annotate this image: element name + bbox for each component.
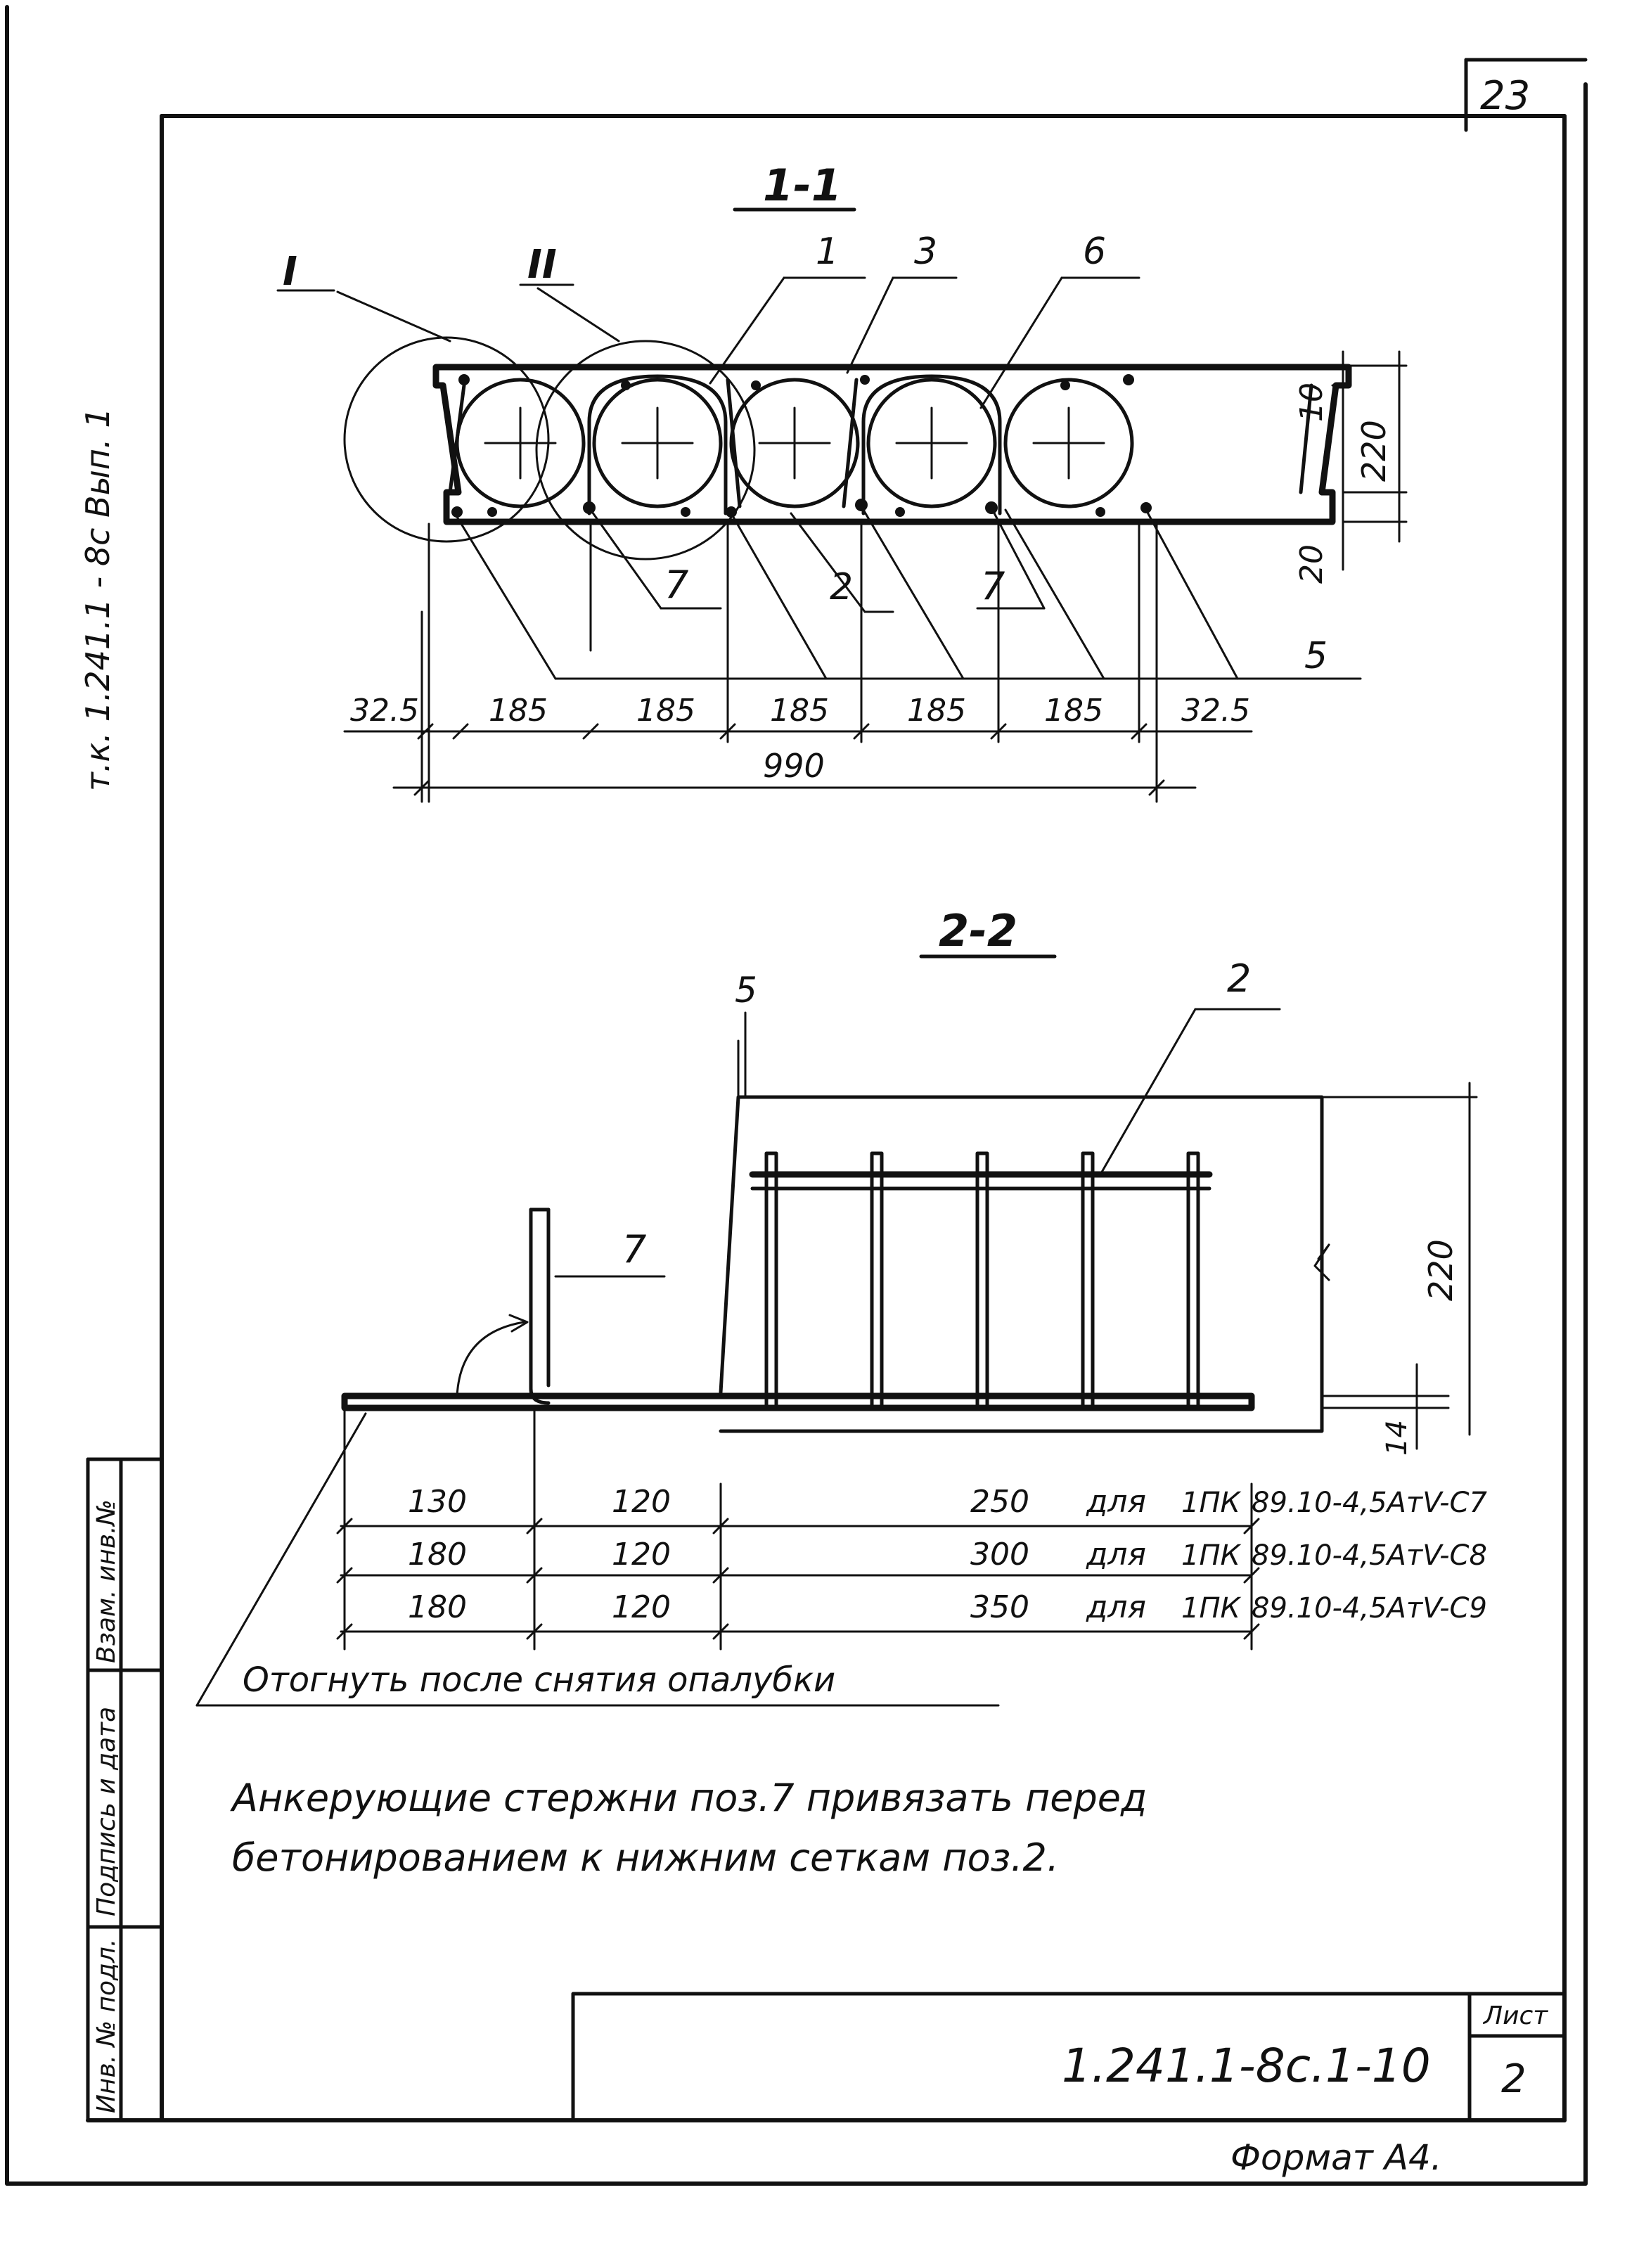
callout-5-b: 5 [735, 970, 757, 1011]
row1-mark: 1ПК [1181, 1487, 1242, 1519]
row3-code: 89.10-4,5АтV-С9 [1252, 1592, 1487, 1625]
callout-3: 3 [914, 231, 937, 273]
dim-10: 10 [1294, 383, 1330, 422]
row2-a: 180 [408, 1537, 467, 1572]
dim-185-5: 185 [1044, 693, 1103, 729]
callout-7-left: 7 [664, 563, 688, 607]
dim-990: 990 [763, 747, 825, 785]
sheet-number: 2 [1501, 2056, 1526, 2102]
slab-voids [455, 378, 1134, 508]
format-label: Формат А4. [1230, 2137, 1442, 2178]
left-stamp: Взам. инв.№ Подпись и дата Инв. № подл. [86, 1457, 164, 2122]
dim-220: 220 [1355, 420, 1393, 482]
note-line-1: Анкерующие стержни поз.7 привязать перед [230, 1776, 1147, 1820]
notes: Анкерующие стержни поз.7 привязать перед… [230, 1776, 1147, 1880]
row1-for: для [1086, 1484, 1146, 1520]
callout-II: II [527, 242, 557, 288]
callout-7-b: 7 [622, 1227, 646, 1271]
stamp-cell-3: Инв. № подл. [92, 1939, 121, 2113]
callout-5: 5 [1304, 635, 1328, 677]
section-2-2: 2-2 5 2 7 220 [341, 905, 1478, 1456]
row1-b: 120 [612, 1484, 671, 1520]
side-note: т.к. 1.241.1 - 8с Вып. 1 [79, 407, 117, 791]
mesh-bars [764, 1151, 1200, 1409]
row2-code: 89.10-4,5АтV-С8 [1252, 1539, 1487, 1572]
callout-6: 6 [1083, 231, 1106, 273]
row1-c: 250 [970, 1484, 1029, 1520]
row2-for: для [1086, 1537, 1146, 1572]
dim-185-3: 185 [770, 693, 829, 729]
note-line-2: бетонированием к нижним сеткам поз.2. [232, 1835, 1059, 1880]
dim-14: 14 [1381, 1420, 1413, 1456]
stamp-cell-2: Подпись и дата [92, 1707, 121, 1916]
row2-mark: 1ПК [1181, 1539, 1242, 1572]
row2-c: 300 [970, 1537, 1029, 1572]
row3-b: 120 [612, 1589, 671, 1625]
dim-20: 20 [1294, 544, 1330, 584]
section-2-2-title: 2-2 [939, 905, 1017, 956]
row1-a: 130 [408, 1484, 467, 1520]
row2-b: 120 [612, 1537, 671, 1572]
title-block: 1.241.1-8с.1-10 Лист 2 [571, 1992, 1567, 2122]
bend-note: Отогнуть после снятия опалубки [243, 1660, 835, 1700]
row3-for: для [1086, 1589, 1146, 1625]
corner-number-box: 23 [1464, 58, 1588, 132]
dim-220-b: 220 [1422, 1239, 1460, 1301]
callout-1: 1 [816, 231, 839, 273]
callout-2-b: 2 [1227, 956, 1251, 1001]
sheet-label: Лист [1482, 2001, 1548, 2030]
dim-32-5-left: 32.5 [350, 693, 419, 729]
callout-7-right: 7 [981, 564, 1005, 608]
dim-185-1: 185 [489, 693, 548, 729]
drawing-frame [5, 5, 1588, 2186]
callout-I: I [283, 249, 297, 295]
row1-code: 89.10-4,5АтV-С7 [1252, 1487, 1487, 1519]
row3-a: 180 [408, 1589, 467, 1625]
stamp-cell-1: Взам. инв.№ [92, 1499, 121, 1663]
callout-2: 2 [830, 566, 853, 608]
dim-185-4: 185 [907, 693, 966, 729]
dimension-table: 130 120 250 для 1ПК 89.10-4,5АтV-С7 180 … [195, 1405, 1487, 1707]
row3-c: 350 [970, 1589, 1029, 1625]
section-1-1: 1-1 [276, 160, 1408, 803]
corner-number: 23 [1480, 73, 1530, 119]
doc-code: 1.241.1-8с.1-10 [1062, 2039, 1431, 2093]
dim-185-2: 185 [636, 693, 695, 729]
dim-32-5-right: 32.5 [1181, 693, 1250, 729]
row3-mark: 1ПК [1181, 1592, 1242, 1625]
section-1-1-title: 1-1 [763, 160, 842, 211]
